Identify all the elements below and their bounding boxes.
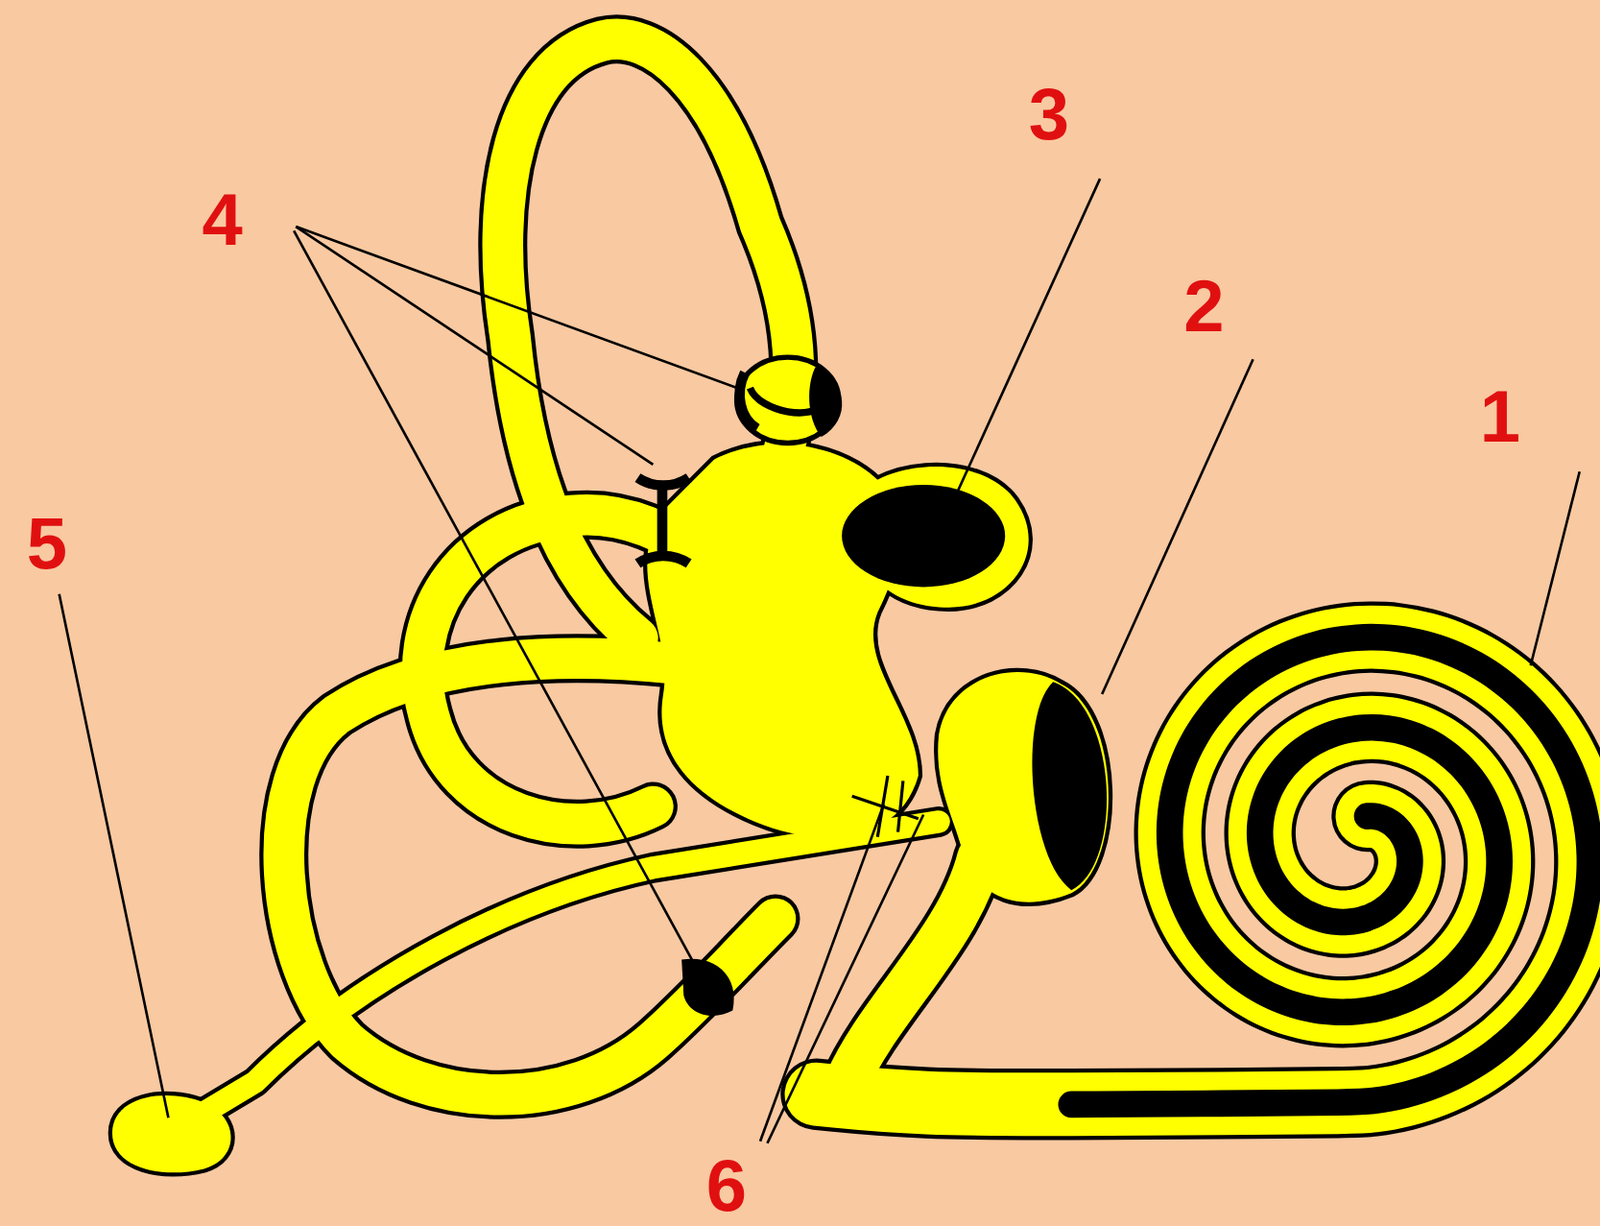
membranous-duct: [816, 637, 1591, 1105]
leader-line: [760, 804, 884, 1142]
utriculosaccular-duct: [852, 775, 919, 837]
macula: [841, 484, 1005, 587]
callout-number: 1: [1480, 380, 1521, 454]
leader-line: [766, 813, 924, 1143]
leader-line: [949, 178, 1100, 511]
callout-number: 3: [1028, 77, 1070, 151]
callout-number: 5: [26, 506, 68, 580]
leader-line: [1530, 471, 1580, 666]
membranous-duct: [178, 821, 939, 1128]
callout-number: 4: [202, 183, 243, 257]
leader-line: [295, 226, 743, 390]
callout-number: 6: [706, 1148, 747, 1222]
tube-outline: [816, 637, 1591, 1105]
membranous-sac: [937, 671, 1109, 903]
callout-number: 2: [1183, 269, 1224, 343]
ampulla-crest: [681, 958, 734, 1016]
crista: [749, 387, 821, 413]
macula: [1031, 681, 1107, 890]
ampulla-crest: [809, 365, 842, 437]
leader-line: [1101, 358, 1253, 694]
tube-outline: [846, 857, 980, 1082]
crista: [740, 372, 758, 429]
cochlear-band: [1071, 637, 1590, 1105]
membranous-sac: [112, 1095, 232, 1172]
membranous-sac: [806, 1068, 888, 1115]
crista: [637, 477, 689, 564]
leader-line: [293, 230, 704, 981]
membranous-duct: [846, 857, 980, 1082]
sensory-patches: [637, 357, 1107, 1016]
leader-line: [295, 226, 653, 465]
leader-line: [59, 594, 169, 1118]
cochlear-band: [1071, 637, 1590, 1105]
leader-lines: [59, 178, 1580, 1144]
